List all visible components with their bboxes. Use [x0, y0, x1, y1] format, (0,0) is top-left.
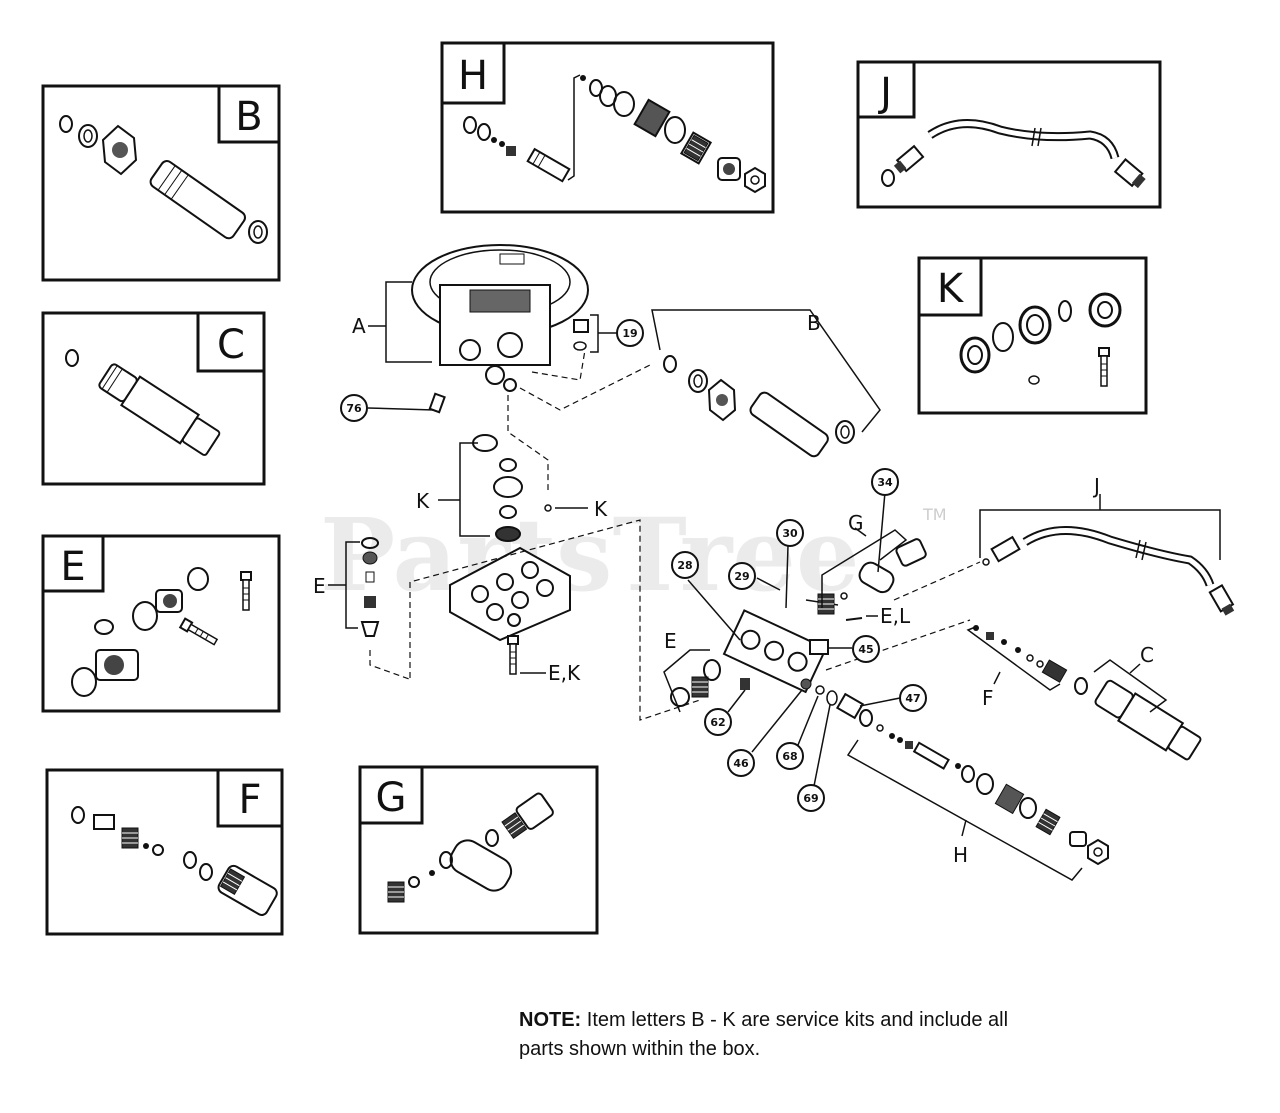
- svg-text:62: 62: [710, 716, 725, 729]
- callout-46: 46: [727, 749, 755, 777]
- kit-box-b: B: [41, 84, 281, 282]
- watermark-tm: TM: [922, 505, 947, 524]
- hose-j: [927, 119, 1120, 160]
- label-e1: E: [313, 574, 326, 598]
- check-valve-h: [717, 157, 741, 181]
- hose-main: [1022, 526, 1215, 587]
- svg-text:19: 19: [622, 327, 637, 340]
- injector-tube: [449, 839, 513, 892]
- label-f: F: [982, 686, 994, 710]
- kit-box-e: E: [41, 534, 281, 713]
- callout-68: 68: [776, 742, 804, 770]
- kit-letter-h: H: [458, 53, 488, 99]
- svg-text:76: 76: [346, 402, 362, 415]
- label-j: J: [1092, 474, 1100, 498]
- svg-text:46: 46: [733, 757, 749, 770]
- callout-76: 76: [340, 394, 368, 422]
- kit-box-c: C: [41, 311, 266, 486]
- note-line-2: parts shown within the box.: [519, 1038, 761, 1060]
- footnote: NOTE: Item letters B - K are service kit…: [519, 1006, 1119, 1064]
- kit-letter-k: K: [937, 266, 965, 312]
- svg-text:45: 45: [858, 643, 873, 656]
- svg-text:47: 47: [905, 692, 920, 705]
- kit-letter-b: B: [235, 94, 262, 140]
- label-ek: E,K: [548, 661, 581, 685]
- kit-letter-f: F: [238, 777, 261, 823]
- svg-text:30: 30: [782, 527, 798, 540]
- callout-19: 19: [616, 319, 644, 347]
- svg-text:34: 34: [877, 476, 893, 489]
- injector-nipple: [501, 792, 554, 839]
- quick-coupler: [98, 363, 221, 456]
- label-a: A: [352, 314, 366, 338]
- kit-box-h: H: [440, 41, 775, 214]
- note-label: NOTE:: [519, 1009, 582, 1031]
- strainer-body: [149, 160, 246, 240]
- label-g: G: [848, 511, 864, 535]
- label-k1: K: [416, 489, 430, 513]
- callout-34: 34: [871, 468, 899, 496]
- callout-62: 62: [704, 708, 732, 736]
- kit-letter-j: J: [877, 70, 892, 116]
- callout-29: 29: [728, 562, 756, 590]
- callout-28: 28: [671, 551, 699, 579]
- kit-box-k: K: [917, 256, 1148, 415]
- check-valve-e: [155, 589, 183, 613]
- manifold-block: [449, 546, 571, 642]
- svg-text:29: 29: [734, 570, 749, 583]
- kit-box-f: F: [45, 768, 284, 936]
- unloader-cylinder: [217, 864, 278, 916]
- svg-text:28: 28: [677, 559, 692, 572]
- callout-30: 30: [776, 519, 804, 547]
- callout-69: 69: [797, 784, 825, 812]
- kit-letter-c: C: [217, 322, 245, 368]
- valve-seat-e: [95, 649, 139, 681]
- callout-47: 47: [899, 684, 927, 712]
- kit-letter-g: G: [376, 775, 407, 821]
- note-text-1: Item letters B - K are service kits and …: [586, 1009, 1009, 1031]
- label-k2: K: [594, 497, 608, 521]
- label-e2: E: [664, 629, 677, 653]
- callout-45: 45: [852, 635, 880, 663]
- label-c: C: [1140, 643, 1154, 667]
- note-line-1: NOTE: Item letters B - K are service kit…: [519, 1006, 1119, 1035]
- svg-text:68: 68: [782, 750, 797, 763]
- kit-letter-e: E: [60, 544, 85, 590]
- strainer-nut: [101, 124, 138, 176]
- label-el: E,L: [880, 604, 911, 628]
- label-h: H: [953, 843, 968, 867]
- pump-housing: [411, 244, 589, 392]
- kit-box-j: J: [856, 60, 1162, 209]
- kit-box-g: G: [358, 765, 599, 935]
- watermark: PartsTree: [320, 496, 860, 614]
- label-b: B: [807, 311, 821, 335]
- svg-text:69: 69: [803, 792, 818, 805]
